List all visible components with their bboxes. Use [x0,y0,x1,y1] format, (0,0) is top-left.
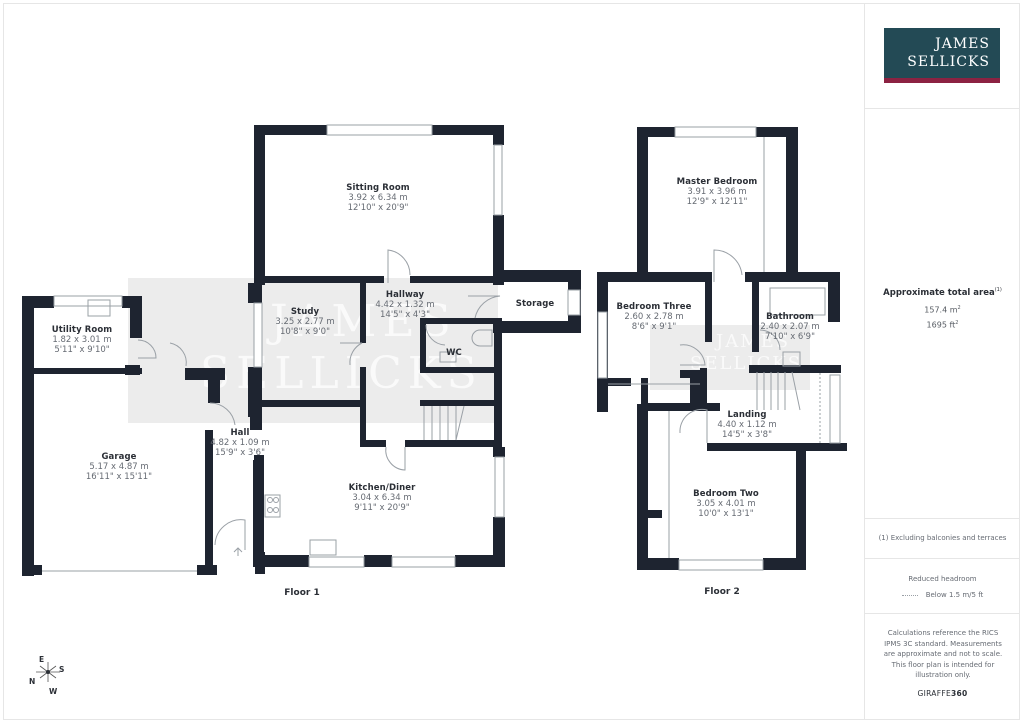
windows-floor2 [597,126,841,571]
room-imperial: 7'10" x 6'9" [765,332,815,342]
room-imperial: 14'5" x 3'8" [722,430,772,440]
room-label-bedroom-three: Bedroom Three 2.60 x 2.78 m 8'6" x 9'1" [617,302,692,332]
floor-plan-drawing [22,124,847,576]
room-label-sitting-room: Sitting Room 3.92 x 6.34 m 12'10" x 20'9… [346,183,409,213]
room-label-garage: Garage 5.17 x 4.87 m 16'11" x 15'11" [86,452,152,482]
compass-s: S [59,665,65,674]
area-title: Approximate total area(1) [865,287,1020,298]
room-name: Kitchen/Diner [348,483,416,493]
room-label-wc: WC [446,348,462,358]
room-label-bathroom: Bathroom 2.40 x 2.07 m 7'10" x 6'9" [760,312,819,342]
dotted-line-icon [901,594,918,596]
room-name: Utility Room [51,325,113,335]
room-metric: 3.91 x 3.96 m [687,187,747,197]
area-m2: 157.4 m2 [865,305,1020,315]
room-metric: 1.82 x 3.01 m [52,335,112,345]
room-label-master-bedroom: Master Bedroom 3.91 x 3.96 m 12'9" x 12'… [677,177,758,207]
brand-bold: 360 [950,689,968,698]
footnote-section: (1) Excluding balconies and terraces [865,519,1020,559]
room-imperial: 10'8" x 9'0" [280,327,330,337]
room-label-utility-room: Utility Room 1.82 x 3.01 m 5'11" x 9'10" [52,325,113,355]
walls-floor1 [22,125,581,576]
room-name: Storage [515,299,555,309]
area-title-text: Approximate total area [883,287,995,298]
room-label-kitchen-diner: Kitchen/Diner 3.04 x 6.34 m 9'11" x 20'9… [349,483,416,513]
floor-plan-area: JAMES SELLICKS JAMES SELLICKS [22,124,847,702]
headroom-title: Reduced headroom [908,575,977,583]
room-name: Sitting Room [346,183,410,193]
page-frame [3,3,1020,720]
area-ft2-value: 1695 ft [926,320,956,330]
room-metric: 3.25 x 2.77 m [275,317,335,327]
room-imperial: 14'5" x 4'3" [380,310,430,320]
room-name: Study [290,307,320,317]
compass-rose-icon: E S N W [24,652,80,702]
logo-line1: JAMES [935,36,990,52]
room-label-bedroom-two: Bedroom Two 3.05 x 4.01 m 10'0" x 13'1" [693,489,759,519]
logo-line2: SELLICKS [907,54,990,70]
room-label-landing: Landing 4.40 x 1.12 m 14'5" x 3'8" [717,410,776,440]
giraffe360-brand: GIRAFFE360 [865,689,1020,698]
info-sidebar: JAMES SELLICKS Approximate total area(1)… [864,3,1020,720]
room-metric: 5.17 x 4.87 m [89,462,149,472]
logo-stripe [884,78,1000,83]
logo-section: JAMES SELLICKS [865,3,1020,109]
compass-w: W [49,687,58,696]
room-imperial: 12'10" x 20'9" [347,203,409,213]
room-imperial: 9'11" x 20'9" [354,503,410,513]
headroom-section: Reduced headroom Below 1.5 m/5 ft [865,559,1020,614]
watermark-text: SELLICKS [200,348,483,399]
area-section: Approximate total area(1) 157.4 m2 1695 … [865,109,1020,519]
room-imperial: 16'11" x 15'11" [85,472,153,482]
area-m2-value: 157.4 m [924,305,958,315]
room-name: Hall [230,428,250,438]
compass-n: N [29,677,36,686]
room-imperial: 5'11" x 9'10" [54,345,110,355]
room-imperial: 10'0" x 13'1" [698,509,754,519]
area-ft2: 1695 ft2 [865,320,1020,330]
compass-e: E [39,655,45,664]
footnote-marker: (1) [994,287,1002,293]
room-label-hallway: Hallway 4.42 x 1.32 m 14'5" x 4'3" [375,290,434,320]
room-imperial: 15'9" x 3'6" [215,448,265,458]
sup: 2 [955,320,959,326]
room-label-hall: Hall 4.82 x 1.09 m 15'9" x 3'6" [210,428,269,458]
room-name: Garage [101,452,137,462]
floor-2-label: Floor 2 [704,587,740,597]
room-name: Bedroom Three [616,302,692,312]
windows-floor1 [42,124,581,572]
floor-1-label: Floor 1 [284,588,320,598]
room-metric: 3.04 x 6.34 m [352,493,412,503]
room-name: Landing [727,410,767,420]
headroom-legend: Below 1.5 m/5 ft [865,591,1020,599]
room-imperial: 12'9" x 12'11" [686,197,748,207]
company-logo: JAMES SELLICKS [884,28,1000,83]
room-imperial: 8'6" x 9'1" [631,322,677,332]
room-name: Hallway [385,290,425,300]
disclaimer-text: Calculations reference the RICS IPMS 3C … [883,629,1003,679]
room-label-study: Study 3.25 x 2.77 m 10'8" x 9'0" [275,307,334,337]
room-metric: 2.60 x 2.78 m [624,312,684,322]
room-name: Bedroom Two [693,489,759,499]
room-metric: 3.92 x 6.34 m [348,193,408,203]
room-metric: 4.40 x 1.12 m [717,420,777,430]
watermark-floor1 [128,278,498,423]
room-label-storage: Storage [516,299,555,309]
room-metric: 3.05 x 4.01 m [696,499,756,509]
sup: 2 [957,305,961,311]
room-name: WC [446,348,462,358]
headroom-legend-text: Below 1.5 m/5 ft [925,591,984,599]
room-metric: 4.42 x 1.32 m [375,300,435,310]
footnote-text: (1) Excluding balconies and terraces [878,534,1007,542]
room-metric: 2.40 x 2.07 m [760,322,820,332]
room-metric: 4.82 x 1.09 m [210,438,270,448]
room-name: Bathroom [766,312,814,322]
room-name: Master Bedroom [676,177,758,187]
brand-light: GIRAFFE [917,689,951,698]
